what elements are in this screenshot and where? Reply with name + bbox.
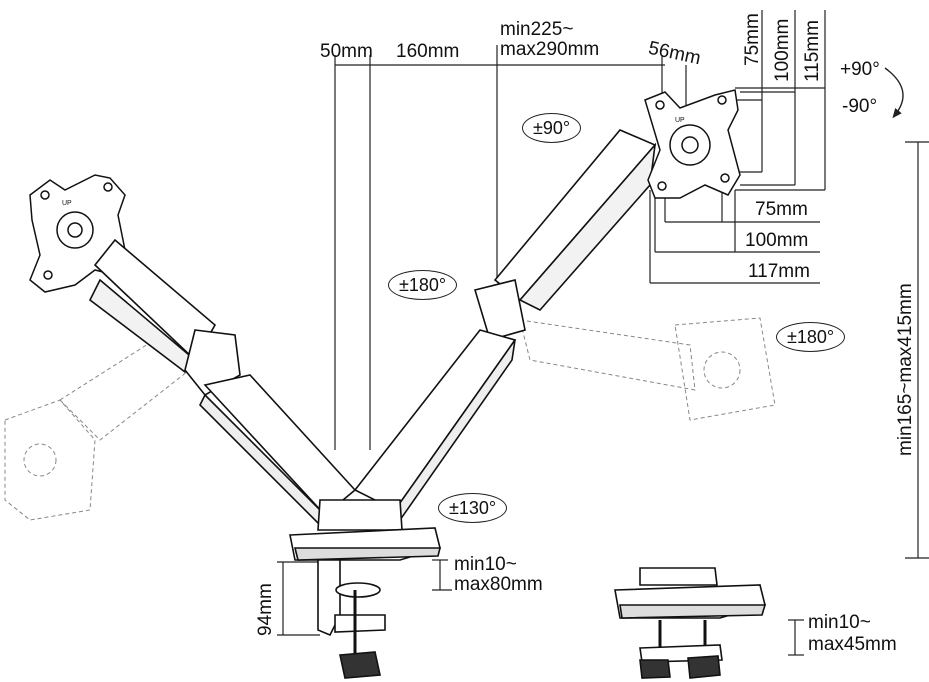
vesa-117-horizontal-label: 117mm [748, 261, 810, 282]
offset-160-label: 160mm [396, 41, 460, 62]
right-arm [353, 129, 657, 522]
grommet-min-label: min10~ [808, 612, 871, 633]
screen-rotate-badge: ±180° [776, 322, 846, 352]
base-and-pole [289, 499, 442, 561]
desk-clamp [317, 559, 386, 679]
depth-max-label: max290mm [500, 39, 600, 60]
clamp-height-label: 94mm [255, 583, 276, 636]
grommet-mount [614, 567, 767, 679]
offset-50-label: 50mm [320, 41, 373, 62]
base-swivel-badge: ±130° [438, 493, 508, 523]
vesa-115-vertical-label: 115mm [802, 20, 823, 82]
clamp-min-label: min10~ [454, 554, 517, 575]
vesa-100-vertical-label: 100mm [772, 18, 793, 82]
left-vesa-up-badge: UP [62, 200, 72, 207]
ghost-left-monitor-plate [4, 329, 216, 521]
tilt-up-label: +90° [840, 59, 880, 80]
height-range-label: min165~max415mm [895, 283, 916, 456]
tilt-down-label: -90° [842, 96, 878, 117]
pole-swivel-badge: ±180° [388, 270, 458, 300]
left-arm [88, 238, 357, 527]
vesa-75-vertical-label: 75mm [742, 13, 763, 66]
grommet-max-label: max45mm [808, 634, 897, 655]
ghost-right-monitor-plate [519, 317, 776, 421]
vesa-100-horizontal-label: 100mm [745, 230, 809, 251]
right-vesa-plate [644, 89, 741, 199]
right-vesa-up-badge: UP [675, 117, 685, 124]
depth-min-label: min225~ [500, 19, 574, 40]
vesa-75-horizontal-label: 75mm [755, 199, 808, 220]
arm-swivel-badge: ±90° [522, 113, 582, 143]
tilt-arrow [884, 67, 904, 119]
clamp-max-label: max80mm [454, 574, 543, 595]
